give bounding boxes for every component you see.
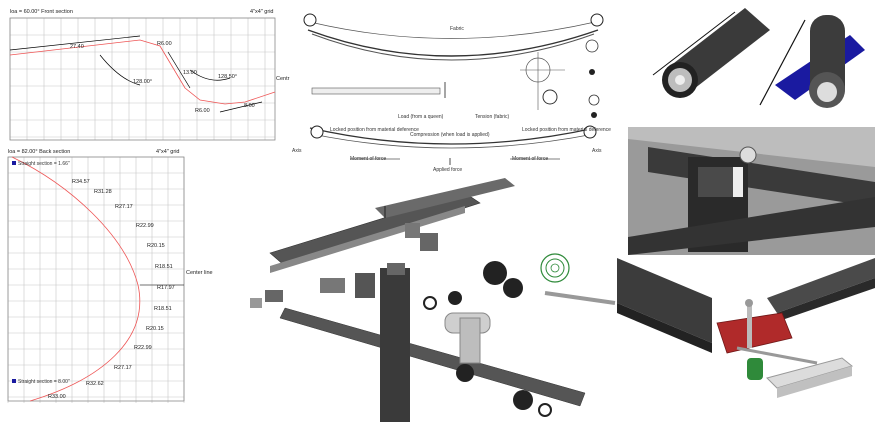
front-centre-label: Centr: [276, 76, 290, 82]
front-dim-2: 13.00: [183, 70, 197, 76]
back-section-panel: loa = 82.00° Back section 4"x4" grid Cen…: [0, 145, 240, 422]
radius-label-2: R27.17: [115, 204, 133, 210]
legend-bottom-label: Straight section = 8.00": [18, 379, 70, 385]
right-axis-label: Axis: [592, 148, 602, 154]
mechanism-photo-panel: [628, 127, 875, 255]
front-dim-3: 128.00°: [133, 79, 152, 85]
back-profile-curve: [11, 156, 141, 402]
radius-label-3: R22.99: [136, 223, 154, 229]
bracket-render-panel: [617, 258, 875, 422]
exploded-assembly-panel: [235, 178, 617, 422]
radius-label-6: R17.97: [157, 285, 175, 291]
fabric-label: Fabric: [450, 26, 464, 32]
radius-label-5: R18.51: [155, 264, 173, 270]
front-profile-curve: [9, 39, 276, 105]
front-section-panel: loa = 60.00° Front section 4"x4" grid Ce…: [0, 0, 290, 145]
radius-label-1: R31.28: [94, 189, 112, 195]
back-section-title: loa = 82.00° Back section: [8, 149, 70, 155]
front-section-title: loa = 60.00° Front section: [10, 9, 73, 15]
front-dim-5: R6.00: [195, 108, 210, 114]
left-axis-label: Axis: [292, 148, 302, 154]
moment-right-label: Moment of force: [512, 156, 548, 162]
radius-label-7: R18.51: [154, 306, 172, 312]
radius-label-8: R20.15: [146, 326, 164, 332]
radius-label-4: R20.15: [147, 243, 165, 249]
radius-label-0: R34.57: [72, 179, 90, 185]
radius-label-9: R22.99: [134, 345, 152, 351]
front-grid-label: 4"x4" grid: [250, 9, 273, 15]
spring-force-diagram: Fabric Load (from a queen) Tension (fabr…: [290, 0, 615, 175]
moment-left-label: Moment of force: [350, 156, 386, 162]
compression-label: Compression (when load is applied): [410, 132, 490, 138]
back-grid-label: 4"x4" grid: [156, 149, 179, 155]
applied-force-label: Applied force: [433, 167, 462, 173]
legend-bottom-swatch: [12, 379, 16, 383]
extrusion-render-panel: [625, 0, 875, 125]
back-centre-label: Center line: [186, 270, 213, 276]
locked-left-label: Locked position from material deference: [330, 127, 419, 133]
front-dim-0: 27.40: [70, 44, 84, 50]
load-label: Load (from a queen): [398, 114, 444, 120]
radius-label-12: R33.00: [48, 394, 66, 400]
locked-right-label: Locked position from material deference: [522, 127, 611, 133]
radius-label-11: R32.62: [86, 381, 104, 387]
legend-top-swatch: [12, 161, 16, 165]
tension-label: Tension (fabric): [475, 114, 510, 120]
front-dim-4: 128.50°: [218, 74, 237, 80]
radius-label-10: R27.17: [114, 365, 132, 371]
legend-top-label: Straight section = 1.66": [18, 161, 70, 167]
front-dim-1: R6.00: [157, 41, 172, 47]
front-dim-6: 8.60: [244, 103, 255, 109]
